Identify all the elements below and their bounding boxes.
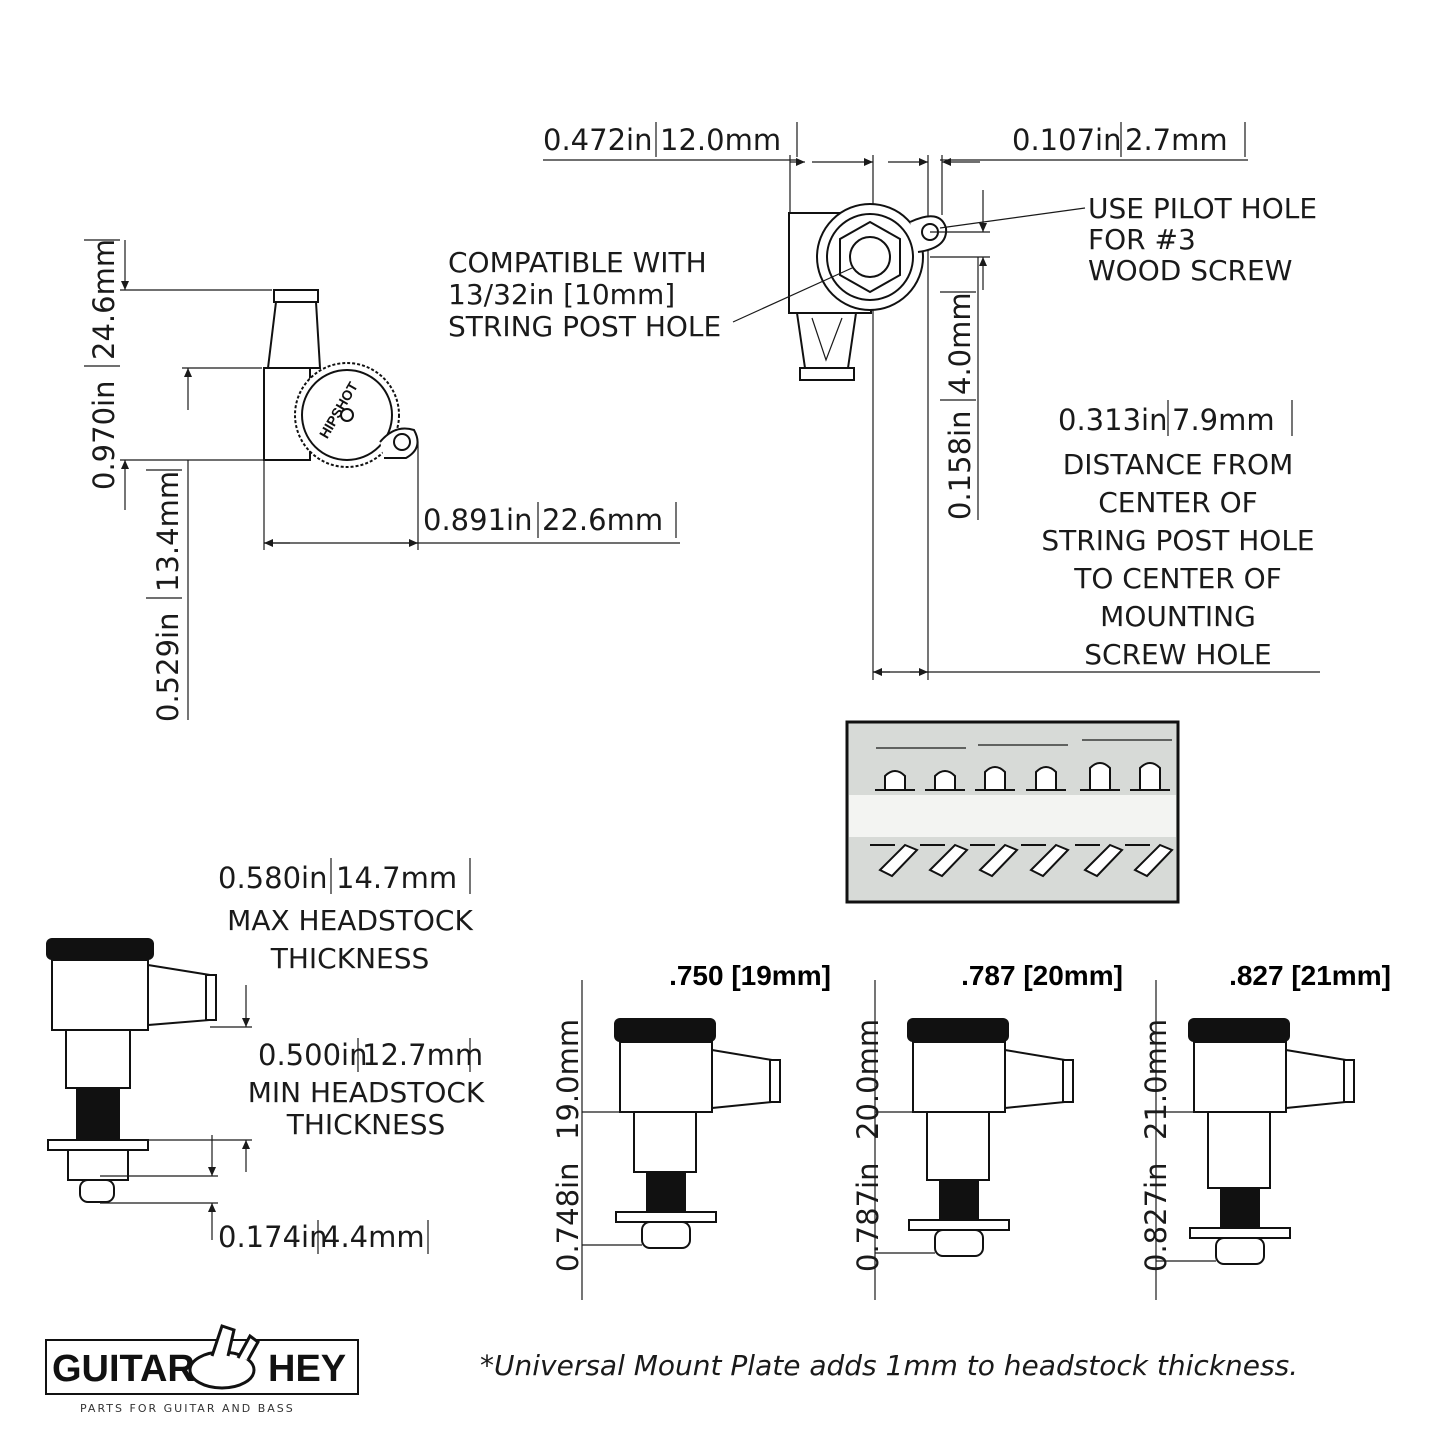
dim-height-mm: 24.6mm [87,239,121,360]
footnote: *Universal Mount Plate adds 1mm to heads… [480,1349,1298,1382]
dim-vertical-mm: 4.0mm [943,292,977,395]
dim-height-in: 0.970in [87,381,121,490]
dim-width-mm: 12.0mm [660,123,781,157]
pilot-note-line2: FOR #3 [1088,223,1196,256]
tuner-slants-row [870,843,1174,878]
variant-dim-in: 0.748in [551,1163,585,1272]
max-label-2: THICKNESS [270,942,430,975]
max-label-1: MAX HEADSTOCK [227,904,473,937]
headstock-peg [1139,762,1161,790]
logo-left: GUITAR [52,1348,195,1390]
distance-note-6: SCREW HOLE [1084,638,1271,671]
tuner-pegs-row [875,762,1170,791]
dim-vertical-in: 0.158in [943,411,977,520]
rock-hand-icon [188,1324,260,1390]
headstock-slant [970,843,1019,878]
headstock-peg [1089,762,1111,790]
dim-min-in: 0.500in [258,1038,367,1072]
variant-19mm: .750 [19mm] 0.748in 19.0mm [551,960,831,1272]
guitar-hey-logo: GUITAR HEY PARTS FOR GUITAR AND BASS [45,1324,359,1415]
headstock-peg [884,770,906,790]
headstock-slant [920,843,969,878]
dim-distance-in: 0.313in [1058,403,1167,437]
variant-dim-mm: 20.0mm [851,1019,885,1140]
headstock-peg [934,770,956,790]
headstock-slant [1125,843,1174,878]
dim-width-in: 0.472in [543,123,652,157]
dim-max-mm: 14.7mm [336,861,457,895]
variant-dim-in: 0.787in [851,1163,885,1272]
logo-tagline: PARTS FOR GUITAR AND BASS [80,1402,295,1415]
headstock-slant [870,843,919,878]
variant-title: .827 [21mm] [1229,960,1391,991]
dim-min-mm: 12.7mm [362,1038,483,1072]
variant-dim-mm: 19.0mm [551,1019,585,1140]
distance-note-5: MOUNTING [1100,600,1256,633]
dim-bottom-in: 0.174in [218,1220,327,1254]
dim-pilot-in: 0.107in [1012,123,1121,157]
dim-max-in: 0.580in [218,861,327,895]
dim-distance-mm: 7.9mm [1172,403,1275,437]
compat-note-line2: 13/32in [10mm] [448,278,675,311]
pilot-note-line1: USE PILOT HOLE [1088,192,1317,225]
top-left-view: HIPSHOT 0.970in 24.6mm 0.529in 13.4mm 0.… [84,239,680,722]
pilot-note-line3: WOOD SCREW [1088,254,1292,287]
variant-tuner-drawing [1155,980,1355,1300]
dim-lower-mm: 13.4mm [151,471,185,592]
min-label-1: MIN HEADSTOCK [248,1076,485,1109]
dim-bottom-mm: 4.4mm [322,1220,425,1254]
dim-lower-in: 0.529in [151,613,185,722]
variant-tuner-drawing [874,980,1074,1300]
variant-20mm: .787 [20mm] 0.787in 20.0mm [851,960,1123,1272]
side-view: 0.580in 14.7mm MAX HEADSTOCK THICKNESS 0… [46,858,485,1254]
variant-drawings [581,980,1355,1300]
headstock-slant [1075,843,1124,878]
variants-group: .750 [19mm] 0.748in 19.0mm .787 [20mm] 0… [551,960,1391,1300]
headstock-slant [1021,843,1070,878]
compat-note-line1: COMPATIBLE WITH [448,246,707,279]
dim-pilot-mm: 2.7mm [1125,123,1228,157]
variant-title: .787 [20mm] [961,960,1123,991]
distance-note-4: TO CENTER OF [1073,562,1282,595]
top-right-view: 0.472in 12.0mm 0.107in 2.7mm USE PILOT H… [448,122,1320,680]
variant-21mm: .827 [21mm] 0.827in 21.0mm [1139,960,1391,1272]
min-label-2: THICKNESS [286,1108,446,1141]
headstock-illustration [845,720,1180,904]
distance-note-3: STRING POST HOLE [1041,524,1314,557]
logo-right: HEY [268,1348,346,1390]
variant-tuner-drawing [581,980,781,1300]
headstock-peg [1035,766,1057,790]
dim-width-in-left: 0.891in [423,503,532,537]
compat-note-line3: STRING POST HOLE [448,310,721,343]
variant-title: .750 [19mm] [669,960,831,991]
dim-width-mm-left: 22.6mm [542,503,663,537]
distance-note-1: DISTANCE FROM [1063,448,1294,481]
distance-note-2: CENTER OF [1098,486,1257,519]
headstock-peg [984,766,1006,790]
